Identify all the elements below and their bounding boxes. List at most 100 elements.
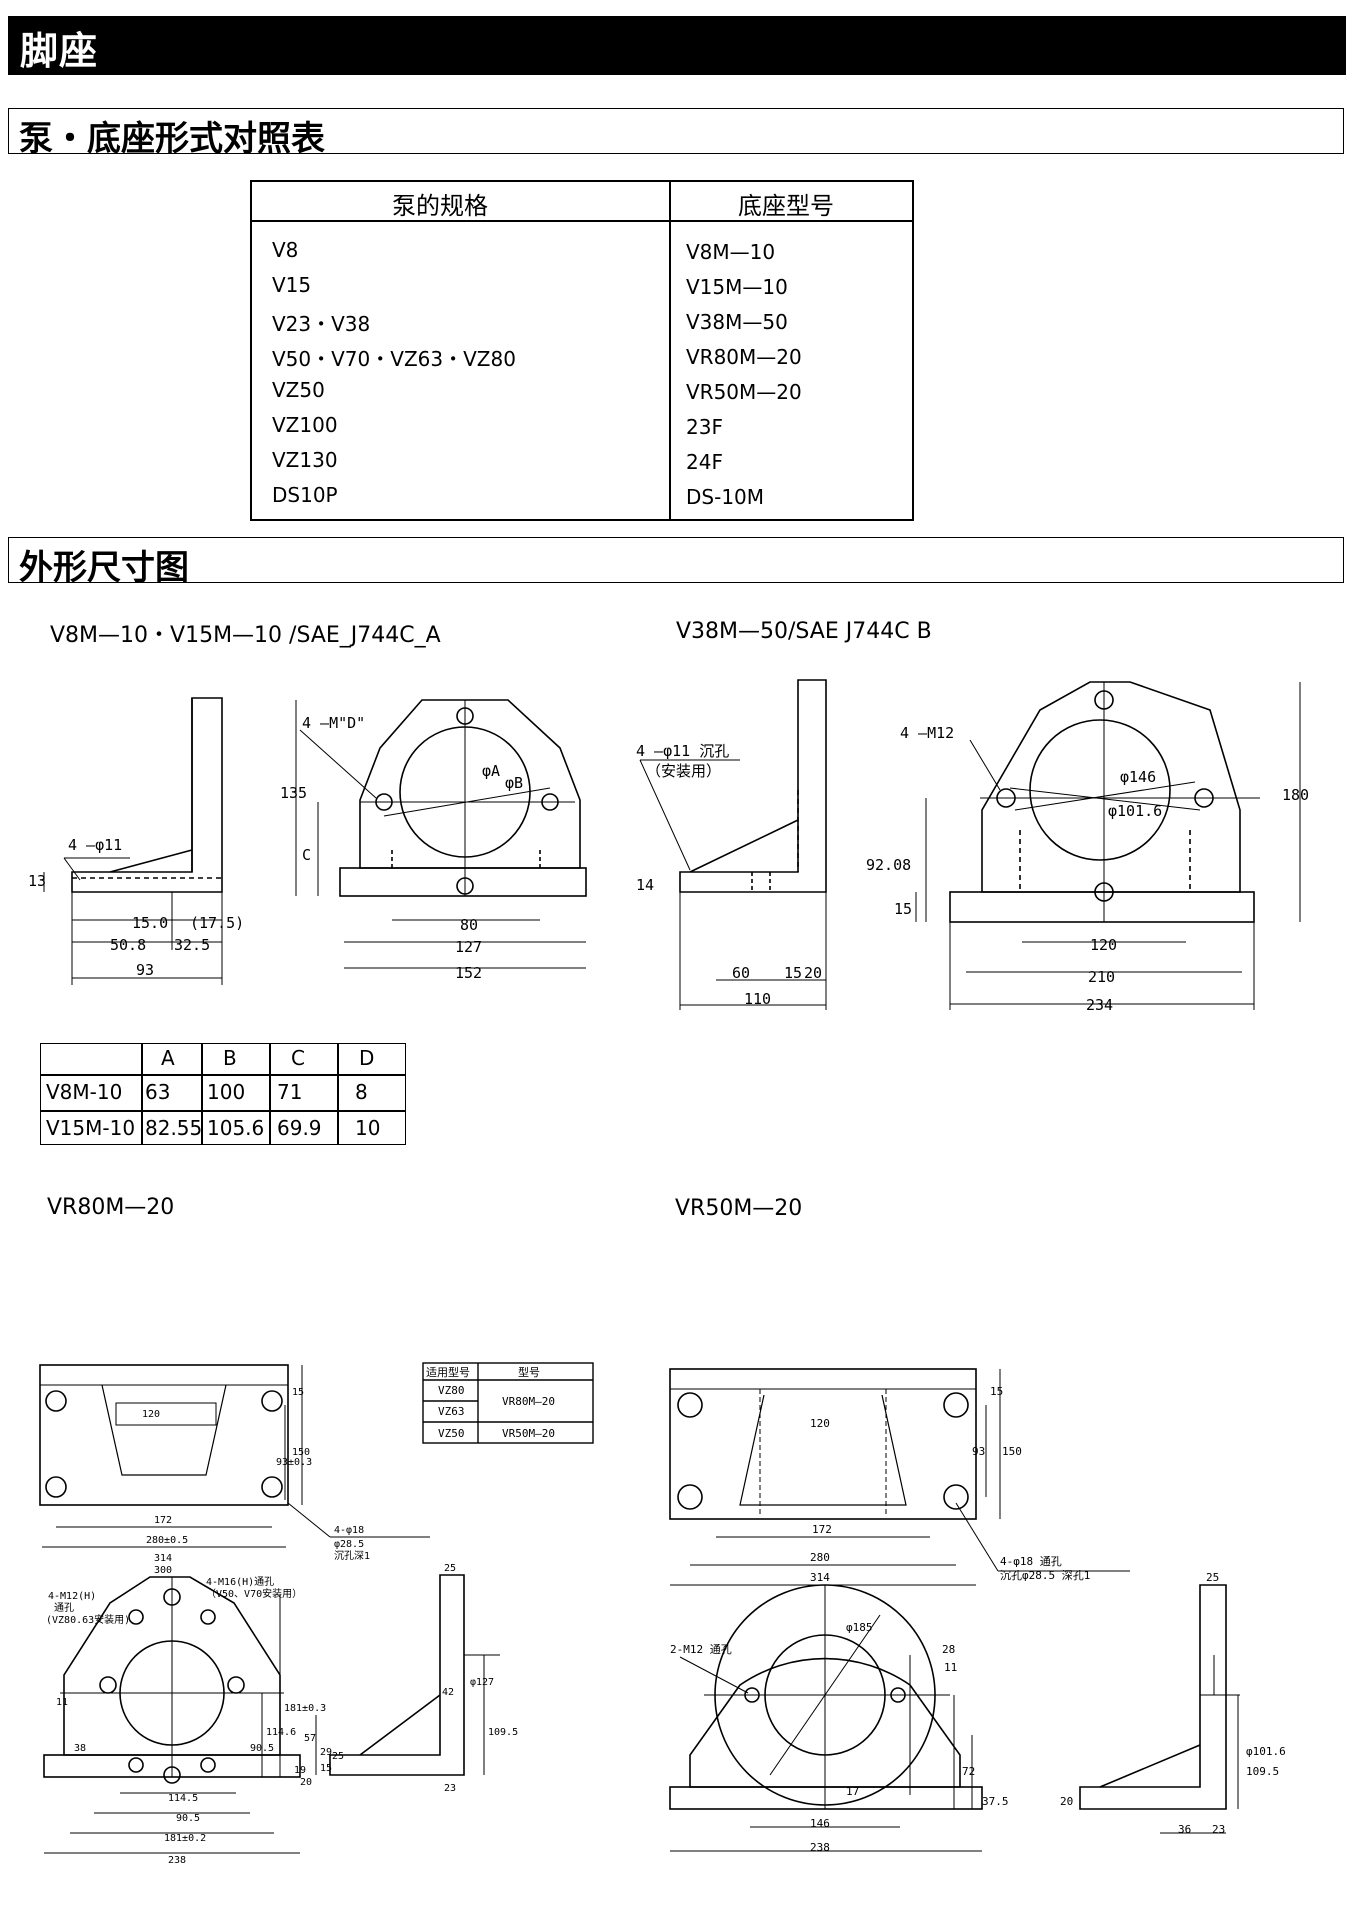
vr80-tbl-r3: VZ50 [438,1427,465,1440]
base-model-cell: V15M—10 [686,275,788,299]
vr80-d23: 23 [444,1783,456,1794]
vr50-d17: 17 [846,1785,859,1798]
fig1-d325: 32.5 [174,936,210,954]
fig1-holes-front: 4 —M"D" [302,714,365,732]
vr80-d127s: φ127 [470,1677,494,1688]
vr80-holes18b: φ28.5 [334,1539,364,1550]
fig2-holes-note: （安装用） [646,762,721,780]
vr80-d15: 15 [292,1387,304,1398]
dim-header-d: D [359,1046,375,1070]
base-model-cell: 24F [686,450,723,474]
section-table-header: 泵・底座形式对照表 [8,108,1344,159]
vr80-d25: 25 [444,1563,456,1574]
vr50-d238: 238 [810,1841,830,1854]
dim-header-a: A [161,1046,175,1070]
vr50-d314: 314 [810,1571,830,1584]
vr80-d314: 314 [154,1553,172,1564]
base-model-cell: VR80M—20 [686,345,802,369]
page-title: 脚座 [20,29,99,73]
fig2-d9208: 92.08 [866,856,911,874]
fig1-d80: 80 [460,916,478,934]
fig2-phi146: φ146 [1120,768,1156,786]
vr50-d36: 36 [1178,1823,1191,1836]
vr50-d1016: φ101.6 [1246,1745,1286,1758]
vr80-d38: 38 [74,1743,86,1754]
base-model-cell: DS-10M [686,485,765,509]
vr80-tbl-r2: VZ63 [438,1405,465,1418]
col-pump-header: 泵的规格 [392,192,488,220]
fig2-d60: 60 [732,964,750,982]
base-model-cell: 23F [686,415,723,439]
fig2-d15: 15 [784,964,802,982]
fig2-d110: 110 [744,990,771,1008]
vr80-d905b: 90.5 [176,1813,200,1824]
vr80-d150: 150 [292,1447,310,1458]
vr80-d238: 238 [168,1855,186,1866]
section-drawings-header: 外形尺寸图 [8,537,1344,588]
pump-spec-cell: VZ130 [272,448,338,472]
vr50-d1095: 109.5 [1246,1765,1279,1778]
header-bar [8,16,1346,75]
base-model-cell: V38M—50 [686,310,788,334]
vr50-d150: 150 [1002,1445,1022,1458]
dim-cell-c: 69.9 [277,1116,322,1140]
vr80-d1810: 181±0.3 [284,1703,326,1714]
base-model-cell: V8M—10 [686,240,776,264]
vr80-tbl-h1: 适用型号 [426,1365,470,1379]
vr50-d11: 11 [944,1661,957,1674]
fig1-phiA: φA [482,762,500,780]
vr50-d280: 280 [810,1551,830,1564]
vr80-d1145: 114.5 [168,1793,198,1804]
fig2-d210: 210 [1088,968,1115,986]
fig2-drawing: 4 —φ11 沉孔 （安装用） 14 60 15 20 110 4 —M12 φ… [636,679,1309,1014]
fig2-d15b: 15 [894,900,912,918]
vr80-drawing: 120 15 93±0.3 150 172 280±0.5 314 4-φ18 … [39,1364,518,1866]
fig1-d508: 50.8 [110,936,146,954]
fig1-d15: 15.0 [132,914,168,932]
vr50-d146: 146 [810,1817,830,1830]
vr80-tbl-h2: 型号 [518,1365,540,1379]
vr50-d72: 72 [962,1765,975,1778]
section-table-title: 泵・底座形式对照表 [19,119,325,159]
vr50-d375: 37.5 [982,1795,1009,1808]
vr80-d15b: 15 [320,1763,332,1774]
vr50-phi185: φ185 [846,1621,873,1634]
dim-cell-b: 105.6 [207,1116,265,1140]
vr80-d93: 93±0.3 [276,1457,312,1468]
dim-cell-c: 71 [277,1080,303,1104]
vr80-d905: 90.5 [250,1743,274,1754]
pump-spec-cell: V8 [272,238,299,262]
vr80-d181: 181±0.2 [164,1833,206,1844]
fig2-d180: 180 [1282,786,1309,804]
vr80-d20: 20 [300,1777,312,1788]
vr80-m16b: （V50、V70安装用） [206,1587,302,1600]
vr50-d25: 25 [1206,1571,1219,1584]
vr50-m12: 2-M12 通孔 [670,1643,732,1656]
vr50-holes18: 4-φ18 通孔 [1000,1555,1062,1568]
vr50-d28: 28 [942,1643,955,1656]
fig1-phiB: φB [505,774,523,792]
vr80-m12: 4-M12(H) [48,1591,96,1602]
vr80-d300: 300 [154,1565,172,1576]
vr80-d42: 42 [442,1687,454,1698]
dim-row-model: V15M-10 [46,1116,136,1140]
pump-spec-cell: VZ50 [272,378,325,402]
dim-cell-d: 10 [355,1116,381,1140]
vr80-m12b: 通孔 [54,1602,74,1614]
pump-spec-cell: DS10P [272,483,338,507]
fig1-d135: 135 [280,784,307,802]
col-base-header: 底座型号 [738,192,834,220]
vr50-d93: 93 [972,1445,985,1458]
vr80-m12c: (VZ80.63安装用) [46,1613,130,1626]
vr80-holes18c: 沉孔深1 [334,1549,370,1562]
fig1-title: V8M—10・V15M—10 /SAE_J744C_A [50,623,441,648]
vr50-d23: 23 [1212,1823,1225,1836]
fig1-holes-side: 4 —φ11 [68,836,122,854]
fig2-d234: 234 [1086,996,1113,1014]
fig2-phi1016: φ101.6 [1108,802,1162,820]
dim-cell-b: 100 [207,1080,246,1104]
fig2-title: V38M—50/SAE J744C B [676,619,932,644]
fig1-d127: 127 [455,938,482,956]
fig1-drawing: 4 —φ11 13 15.0 (17.5) 50.8 32.5 93 4 —M"… [28,697,587,985]
